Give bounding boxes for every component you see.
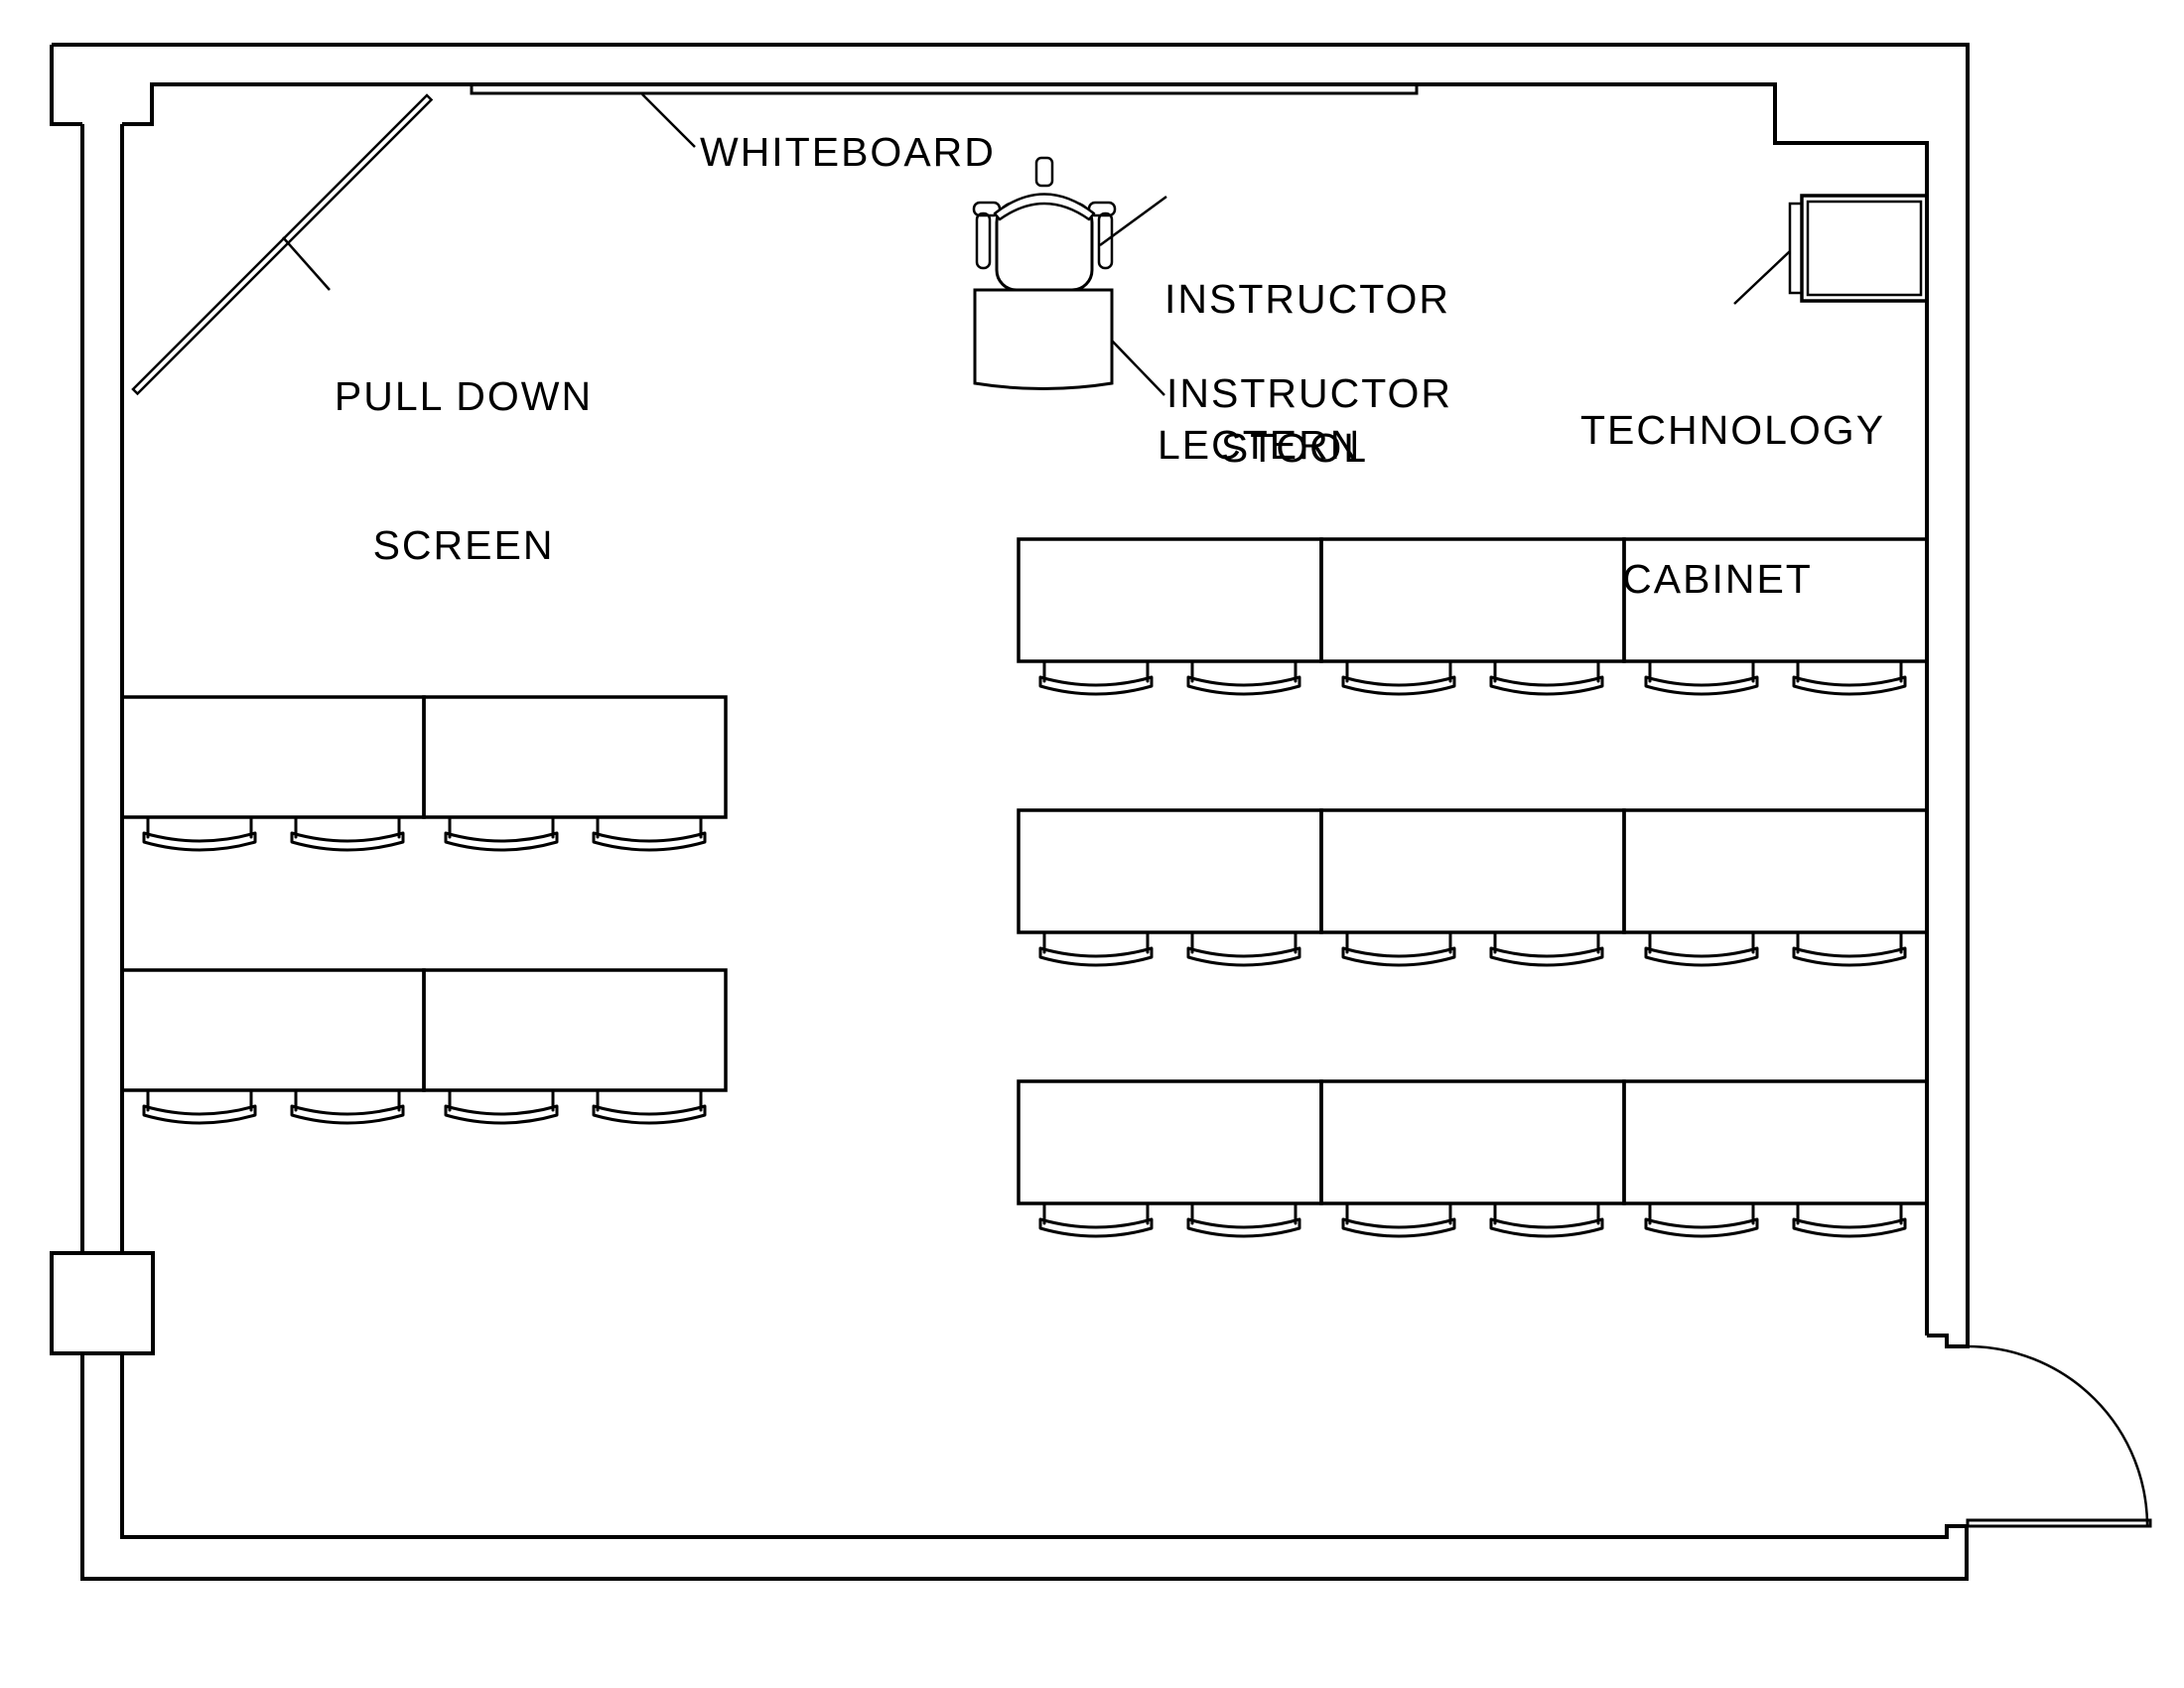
door-leaf <box>1966 1518 2152 1528</box>
whiteboard-shape <box>470 82 1419 95</box>
pull-down-screen-label: PULL DOWN SCREEN <box>334 272 594 669</box>
right-section-chair <box>1792 930 1907 967</box>
left-section-table <box>120 968 426 1092</box>
right-section-chair <box>1341 1201 1456 1238</box>
right-section-chair <box>1186 930 1301 967</box>
technology-cabinet-leader <box>1733 250 1791 305</box>
technology-cabinet-label-line2: CABINET <box>1622 556 1813 602</box>
instructor-lectern-label-line2: LECTERN <box>1158 422 1362 468</box>
right-section-chair <box>1489 930 1604 967</box>
instructor-stool-shape <box>972 156 1117 292</box>
right-section-chair <box>1792 659 1907 696</box>
right-section-table <box>1017 1079 1323 1205</box>
right-section-table <box>1319 1079 1626 1205</box>
left-section-table <box>422 968 728 1092</box>
right-section-chair <box>1341 930 1456 967</box>
whiteboard-leader <box>641 93 696 148</box>
instructor-stool-leader <box>1099 195 1167 247</box>
instructor-lectern-label-line1: INSTRUCTOR <box>1166 370 1453 416</box>
right-section-chair <box>1038 659 1154 696</box>
instructor-lectern-shape <box>973 288 1114 390</box>
right-section-chair <box>1038 930 1154 967</box>
right-section-chair <box>1644 1201 1759 1238</box>
right-section-chair <box>1792 1201 1907 1238</box>
left-section-table <box>422 695 728 819</box>
instructor-lectern-leader <box>1111 340 1165 396</box>
wall-pilaster-left <box>50 1251 155 1355</box>
instructor-stool-label-line2: STOOL <box>1220 425 1369 471</box>
door-swing-arc <box>1967 1344 2149 1527</box>
technology-cabinet-label: TECHNOLOGY CABINET <box>1580 306 1886 703</box>
left-section-chair <box>290 1088 405 1125</box>
left-section-chair <box>290 815 405 852</box>
right-section-table <box>1622 808 1929 934</box>
leader-lines <box>282 93 1791 396</box>
right-section-table <box>1017 808 1323 934</box>
right-section-table <box>1622 1079 1929 1205</box>
stool-back-knob <box>1034 156 1054 188</box>
right-section-chair <box>1644 930 1759 967</box>
wall-outer-top-right <box>52 43 1970 1348</box>
right-section-chair <box>1186 1201 1301 1238</box>
left-section-chair <box>444 1088 559 1125</box>
stool-back-band <box>993 193 1096 221</box>
left-section-chair <box>142 815 257 852</box>
left-section-table <box>120 695 426 819</box>
stool-armrest-right <box>1097 211 1114 270</box>
door <box>1966 1344 2152 1528</box>
instructor-stool-label-line1: INSTRUCTOR <box>1164 276 1451 322</box>
right-section-chair <box>1038 1201 1154 1238</box>
left-section-chair <box>444 815 559 852</box>
cabinet-inner <box>1806 200 1923 297</box>
furniture-layer <box>120 537 1929 1238</box>
wall-inner-top <box>50 45 1929 1336</box>
right-section-chair <box>1186 659 1301 696</box>
right-section-chair <box>1341 659 1456 696</box>
whiteboard-label: WHITEBOARD <box>700 129 996 175</box>
pull-down-screen-label-line1: PULL DOWN <box>334 373 594 419</box>
left-section-chair <box>142 1088 257 1125</box>
stool-armrest-left <box>975 211 992 270</box>
right-section-chair <box>1489 659 1604 696</box>
right-section-chair <box>1644 659 1759 696</box>
right-section-table <box>1622 537 1929 663</box>
left-section-chair <box>592 815 707 852</box>
right-section-table <box>1319 808 1626 934</box>
technology-cabinet-label-line1: TECHNOLOGY <box>1580 407 1886 453</box>
pull-down-screen-label-line2: SCREEN <box>372 522 555 568</box>
left-section-chair <box>592 1088 707 1125</box>
instructor-stool-label: INSTRUCTOR STOOL <box>1164 175 1451 572</box>
right-section-chair <box>1489 1201 1604 1238</box>
technology-cabinet-shape <box>1788 194 1929 303</box>
pull-down-screen-leader <box>282 236 331 291</box>
cabinet-front-panel <box>1788 202 1804 295</box>
cabinet-outer <box>1800 194 1929 303</box>
pull-down-screen-shape <box>131 93 434 396</box>
stool-seat <box>995 201 1094 292</box>
